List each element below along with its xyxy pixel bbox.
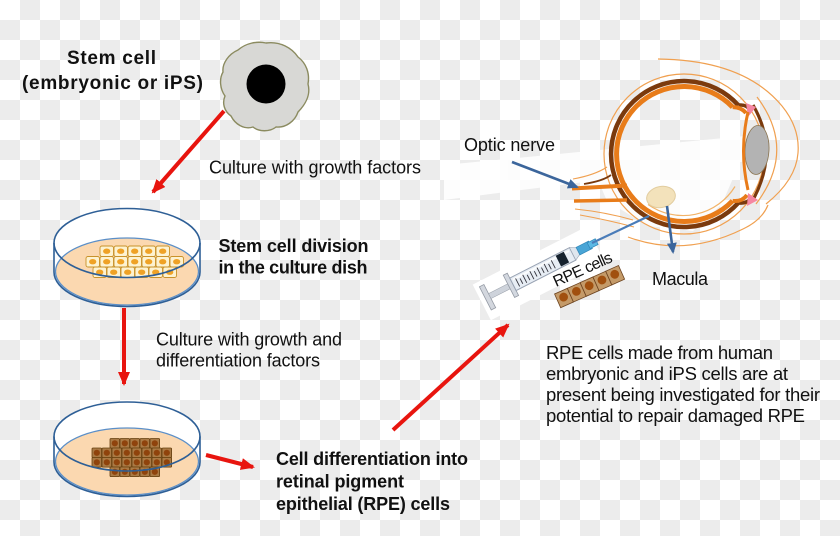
svg-text:Optic nerve: Optic nerve <box>464 135 555 155</box>
svg-text:in the culture dish: in the culture dish <box>219 258 368 278</box>
svg-text:epithelial (RPE) cells: epithelial (RPE) cells <box>276 494 450 514</box>
svg-text:Stem cell division: Stem cell division <box>219 236 369 256</box>
svg-text:Culture with growth factors: Culture with growth factors <box>209 158 421 178</box>
svg-text:potential to repair damaged RP: potential to repair damaged RPE <box>546 405 805 426</box>
svg-text:Culture with growth and: Culture with growth and <box>156 330 342 350</box>
svg-text:Stem cell: Stem cell <box>67 48 156 69</box>
svg-text:differentiation factors: differentiation factors <box>156 351 320 371</box>
svg-text:present being investigated for: present being investigated for their <box>546 384 820 405</box>
svg-text:retinal pigment: retinal pigment <box>276 472 404 492</box>
svg-text:(embryonic or iPS): (embryonic or iPS) <box>22 73 203 94</box>
svg-text:RPE cells made from human: RPE cells made from human <box>546 342 773 363</box>
svg-text:embryonic and iPS cells are at: embryonic and iPS cells are at <box>546 363 788 384</box>
svg-text:Macula: Macula <box>652 269 709 289</box>
svg-text:Cell differentiation into: Cell differentiation into <box>276 449 468 469</box>
